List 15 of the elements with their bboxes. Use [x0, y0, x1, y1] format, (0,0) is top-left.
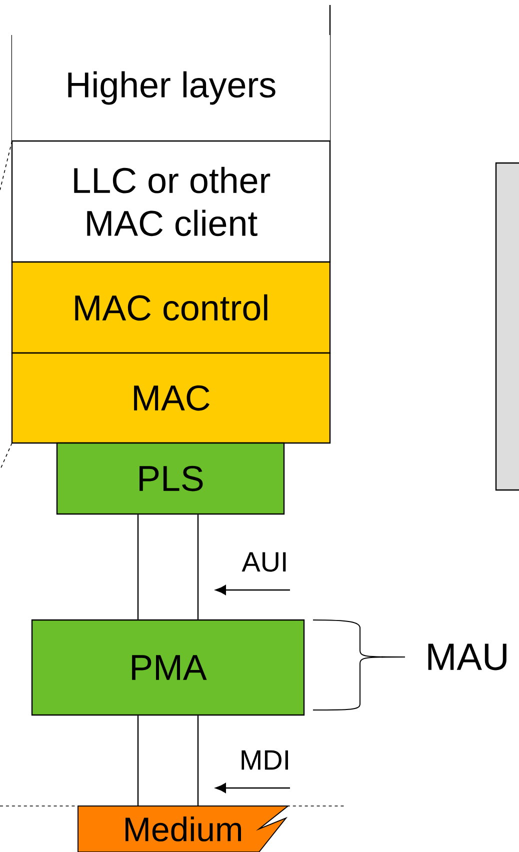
layer-box: PMA	[31, 619, 305, 716]
layer-box: PLS	[56, 442, 285, 515]
node-label: Higher layers	[68, 71, 276, 105]
layer-box: MAC	[11, 352, 331, 444]
panel-box	[495, 162, 519, 491]
layer-box: MAC control	[11, 261, 331, 354]
connector-line	[137, 514, 139, 620]
connector-line	[137, 716, 139, 806]
connector-line	[197, 514, 199, 620]
interface-label: MDI	[242, 750, 288, 770]
layer-box: LLC or other MAC client	[11, 140, 331, 263]
interface-label: AUI	[242, 552, 286, 572]
layer-box: Higher layers	[11, 5, 331, 142]
connector-line	[197, 716, 199, 806]
group-label: MAU	[428, 644, 506, 670]
